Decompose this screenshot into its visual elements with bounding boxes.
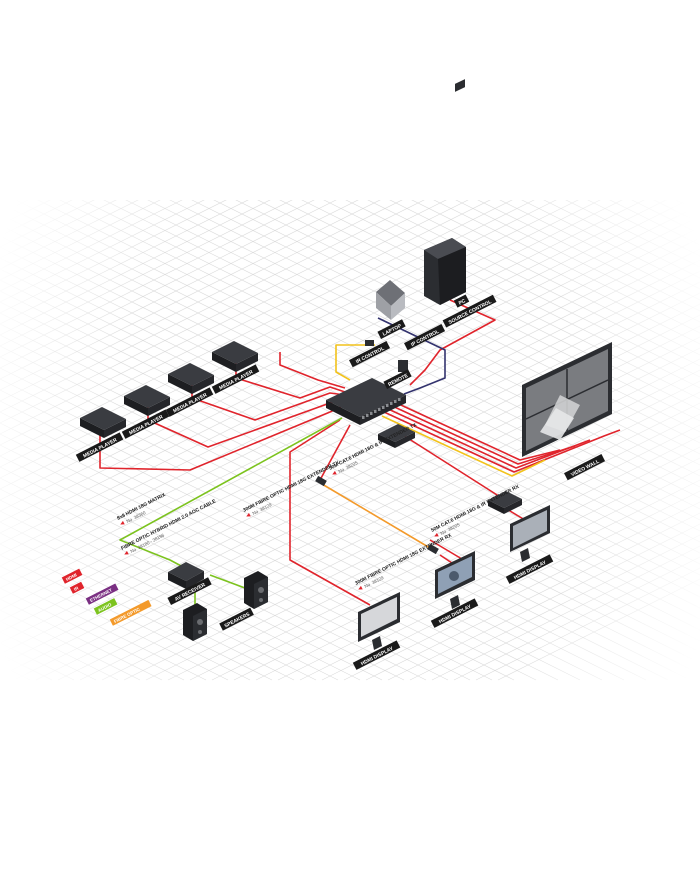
cable-cat-extender — [394, 429, 506, 501]
cable-audio-matrix — [119, 417, 343, 569]
fibre-extender-rx — [427, 543, 439, 555]
cable-audio-speaker-2 — [209, 574, 246, 589]
cat-extender-tx — [378, 424, 415, 448]
legend-item-2: IR — [69, 581, 85, 594]
pc-label: PC — [453, 294, 470, 308]
cable-videowall-rs232 — [381, 415, 546, 477]
media-player-2 — [124, 385, 170, 416]
cat-extender-rx — [488, 491, 522, 514]
cable-videowall-3 — [385, 407, 591, 469]
media-players — [80, 341, 258, 438]
speaker-right — [244, 571, 268, 609]
speaker-left — [183, 603, 207, 641]
hdmi-display-right — [510, 505, 550, 562]
legend-item-4: AUDIO — [93, 598, 118, 615]
media-player-4 — [212, 341, 258, 372]
cable-videowall-2 — [387, 403, 576, 465]
legend-item-1: HDMI — [61, 568, 83, 584]
hdmi-display-center — [435, 551, 475, 609]
cable-hdmi-display-left — [289, 419, 371, 606]
media-player-1 — [80, 407, 126, 438]
cable-fibre-link — [321, 483, 431, 549]
media-player-3 — [168, 363, 214, 394]
cable-videowall-1 — [389, 399, 561, 461]
cable-videowall-4 — [383, 411, 621, 473]
svg-text:AUDIO: AUDIO — [97, 602, 113, 613]
cable-pc — [409, 299, 496, 386]
hdmi-display-left — [358, 592, 400, 650]
pc-tower — [424, 79, 466, 305]
cable-ir-control — [335, 344, 375, 381]
svg-text:HDMI: HDMI — [65, 572, 78, 582]
ir-control-device — [365, 340, 374, 346]
hdmi-matrix — [326, 378, 406, 425]
svg-text:PC: PC — [458, 298, 467, 307]
svg-text:IR: IR — [73, 585, 80, 592]
cable-fibre-tx — [319, 424, 351, 481]
video-wall — [522, 342, 612, 457]
av-receiver — [168, 562, 204, 589]
cable-media-player-5 — [279, 352, 346, 389]
remote-control — [398, 360, 408, 372]
laptop — [376, 280, 405, 320]
fibre-extender-tx — [315, 475, 327, 487]
